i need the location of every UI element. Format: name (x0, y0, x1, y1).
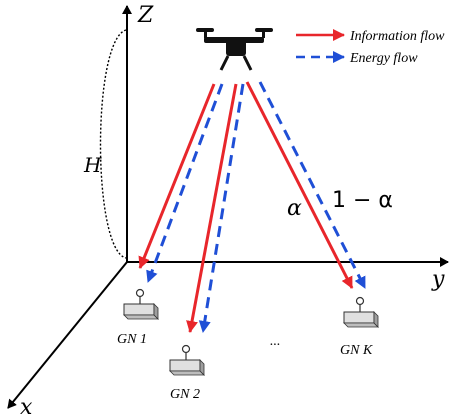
energy-flow-gn1 (146, 83, 224, 283)
height-label: H (83, 153, 102, 177)
information-flow-gn2 (186, 83, 238, 333)
x-axis (7, 261, 128, 409)
ellipsis: ... (270, 334, 281, 349)
gn1-label: GN 1 (117, 332, 147, 347)
ground-node-icon-gnk (343, 296, 379, 328)
legend-information-label: Information flow (349, 29, 445, 44)
z-axis-label: Z (137, 3, 154, 28)
legend-energy-label: Energy flow (349, 51, 418, 66)
energy-flow-gn2 (198, 83, 245, 333)
one-minus-alpha-label: 1 − α (332, 188, 393, 213)
energy-flow-gnk (258, 81, 367, 289)
x-axis-label: x (20, 395, 33, 420)
gn2-label: GN 2 (170, 387, 200, 402)
alpha-label: α (287, 196, 302, 221)
information-flow-gn1 (138, 83, 216, 269)
height-bracket (99, 29, 127, 259)
ground-node-icon-gn2 (169, 344, 205, 376)
y-axis-label: y (431, 267, 445, 292)
drone-icon (196, 28, 273, 71)
gnk-label: GN K (340, 343, 373, 358)
information-flow-gnk (245, 81, 354, 289)
ground-node-icon-gn1 (123, 288, 159, 320)
